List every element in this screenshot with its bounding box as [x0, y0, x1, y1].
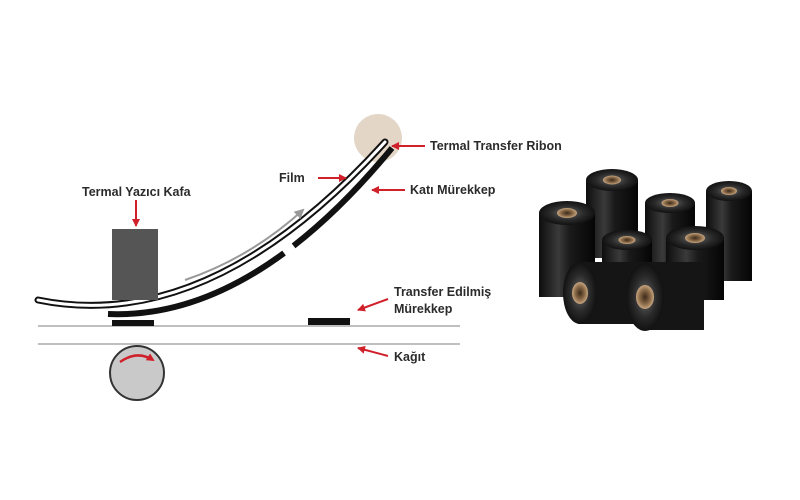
label-print-head: Termal Yazıcı Kafa — [82, 185, 192, 199]
motion-arrow — [184, 208, 305, 281]
ribbon-rolls-photo — [539, 169, 752, 331]
label-paper: Kağıt — [394, 350, 426, 364]
label-transferred-ink-2: Mürekkep — [394, 302, 453, 316]
diagram: Termal Transfer Ribon Film Katı Mürekkep… — [34, 114, 562, 401]
label-film: Film — [279, 171, 305, 185]
film-curve — [34, 138, 389, 309]
platen-roller — [109, 345, 165, 401]
film-curve-inner — [36, 140, 387, 307]
ink-under-head — [112, 320, 154, 326]
transferred-ink-block — [308, 318, 350, 325]
transferred-ink-arrow — [357, 298, 389, 312]
solid-ink-layer — [107, 146, 395, 318]
label-ribbon: Termal Transfer Ribon — [430, 139, 562, 153]
print-head — [112, 229, 158, 300]
label-transferred-ink-1: Transfer Edilmiş — [394, 285, 491, 299]
label-solid-ink: Katı Mürekkep — [410, 183, 496, 197]
paper-arrow — [357, 345, 389, 357]
ribbon-roll — [626, 262, 704, 331]
ribbon-spool — [354, 114, 402, 162]
roller-rotation-arrow — [119, 353, 155, 364]
